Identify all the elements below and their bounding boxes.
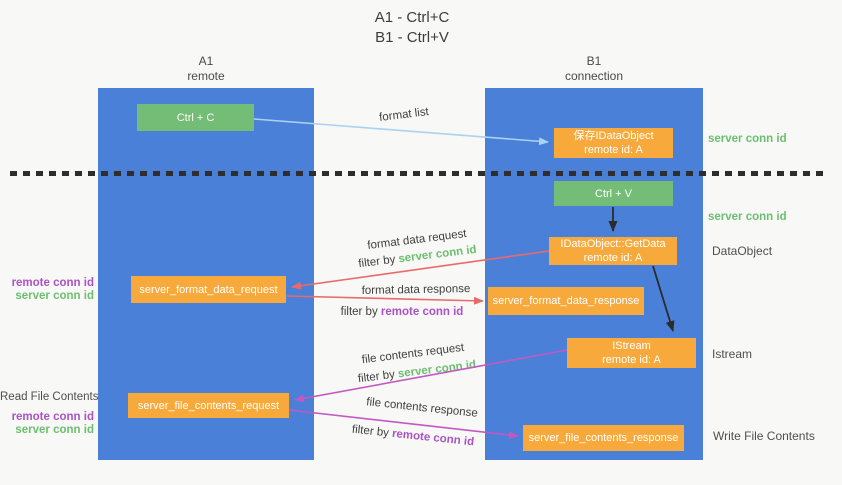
label-remote-conn-id-format: remote conn id	[11, 277, 94, 289]
label-read-file-contents: Read File Contents	[0, 391, 99, 403]
node-server-file-contents-request-label: server_file_contents_request	[137, 399, 280, 412]
filter-by-text-2: filter by	[340, 306, 381, 318]
node-ctrl-v-label: Ctrl + V	[595, 187, 632, 200]
node-server-format-data-response: server_format_data_response	[488, 287, 644, 315]
node-idataobject-getdata: IDataObject::GetData remote id: A	[549, 237, 677, 265]
node-server-file-contents-response: server_file_contents_response	[523, 425, 684, 451]
node-save-idataobject-line1: 保存IDataObject	[573, 130, 654, 142]
label-server-conn-id-format: server conn id	[15, 290, 94, 302]
lane-a1-header: A1 remote	[98, 54, 314, 84]
node-server-file-contents-response-label: server_file_contents_response	[528, 432, 679, 444]
remote-conn-id-text-2: remote conn id	[391, 427, 475, 449]
node-save-idataobject: 保存IDataObject remote id: A	[554, 128, 673, 158]
node-server-format-data-response-label: server_format_data_response	[492, 295, 640, 307]
node-ctrl-c-label: Ctrl + C	[176, 111, 215, 124]
lane-b1-subtitle: connection	[564, 69, 624, 83]
edge-label-file-contents-response: file contents response	[365, 396, 479, 420]
label-dataobject: DataObject	[712, 244, 773, 258]
node-save-idataobject-line2: remote id: A	[584, 144, 643, 156]
label-istream: Istream	[712, 347, 753, 361]
label-remote-conn-id-file: remote conn id	[11, 411, 94, 423]
node-ctrl-v: Ctrl + V	[554, 181, 673, 206]
node-idataobject-getdata-line1: IDataObject::GetData	[560, 238, 666, 250]
filter-by-text-4: filter by	[351, 423, 393, 440]
label-server-conn-id-mid: server conn id	[708, 211, 787, 223]
node-istream-line2: remote id: A	[602, 354, 661, 366]
remote-conn-id-text-1: remote conn id	[380, 306, 464, 318]
title-line-2: B1 - Ctrl+V	[375, 29, 449, 46]
diagram-title: A1 - Ctrl+C B1 - Ctrl+V	[262, 8, 562, 48]
title-line-1: A1 - Ctrl+C	[374, 9, 450, 26]
filter-by-text-3: filter by	[357, 368, 399, 386]
node-ctrl-c: Ctrl + C	[137, 104, 254, 131]
label-write-file-contents: Write File Contents	[713, 429, 815, 443]
filter-by-text-1: filter by	[357, 253, 400, 271]
server-conn-id-text-2: server conn id	[397, 358, 477, 381]
node-server-format-data-request-label: server_format_data_request	[139, 283, 278, 296]
node-server-format-data-request: server_format_data_request	[131, 276, 286, 303]
label-server-conn-id-top: server conn id	[708, 133, 787, 145]
node-server-file-contents-request: server_file_contents_request	[128, 393, 289, 418]
server-conn-id-text-1: server conn id	[397, 243, 478, 266]
edge-label-filter-remote-2: filter by remote conn id	[348, 423, 479, 449]
edge-label-format-list: format list	[378, 106, 430, 124]
arrow-format-data-response	[286, 295, 484, 305]
node-istream-line1: IStream	[612, 340, 651, 352]
lane-a1-subtitle: remote	[187, 69, 225, 83]
lane-a1-name: A1	[198, 54, 214, 68]
divider-dotted-line	[10, 171, 823, 176]
edge-label-format-data-response: format data response	[361, 283, 471, 297]
label-server-conn-id-file: server conn id	[15, 424, 94, 436]
edge-label-filter-remote-1: filter by remote conn id	[337, 306, 467, 318]
node-istream: IStream remote id: A	[567, 338, 696, 368]
node-idataobject-getdata-line2: remote id: A	[583, 252, 643, 264]
lane-b1-header: B1 connection	[485, 54, 703, 84]
lane-b1-name: B1	[586, 54, 602, 68]
